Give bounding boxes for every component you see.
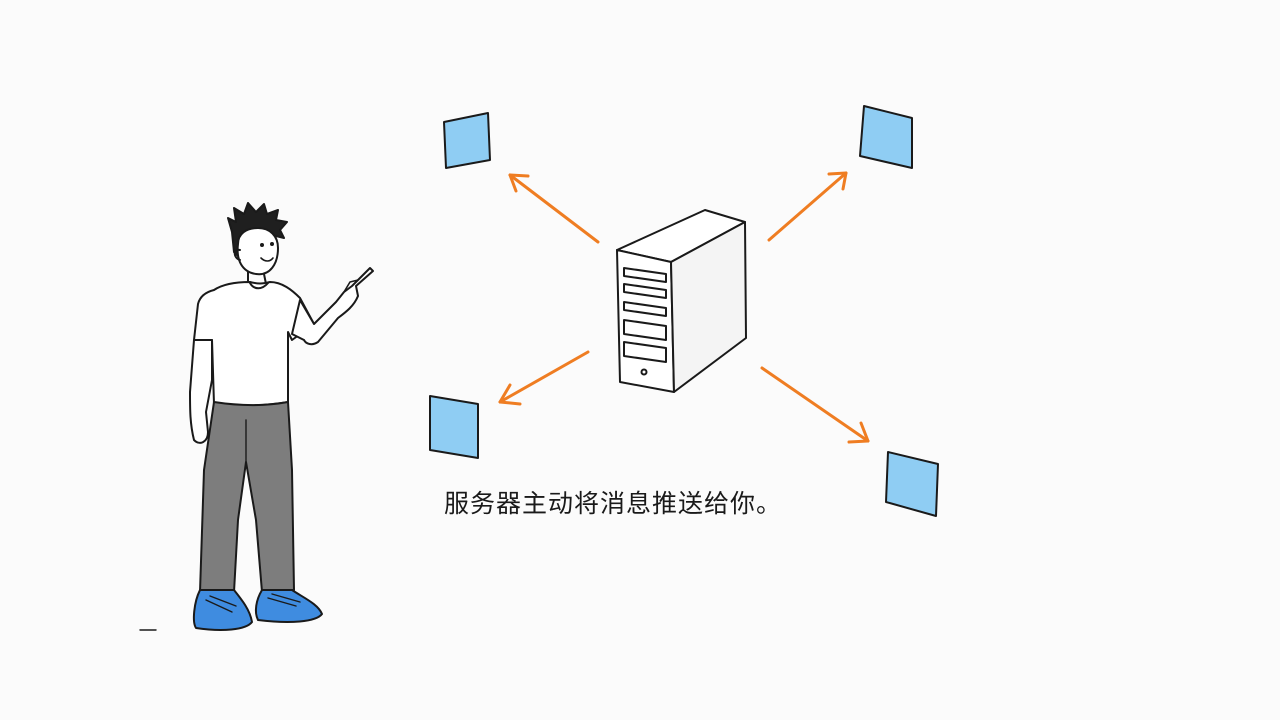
person-shirt (193, 281, 315, 407)
person-arm-lowered (189, 339, 213, 444)
server-tower-icon (616, 209, 747, 393)
person-shoe-left (192, 589, 253, 631)
client-screen-icon (443, 112, 491, 169)
arrow-to-bottom-right-screen (760, 366, 870, 444)
diagram-caption: 服务器主动将消息推送给你。 (444, 489, 783, 518)
arrow-to-top-left-screen (508, 173, 600, 244)
arrow-to-top-right-screen (767, 171, 848, 242)
person-head (236, 227, 279, 276)
person-figure (189, 202, 374, 631)
client-screen-icon (429, 395, 479, 459)
person-pants (199, 401, 295, 593)
client-screen-icon (859, 105, 913, 169)
person-arm-pointing (291, 267, 374, 346)
client-screen-icon (885, 451, 939, 517)
arrow-to-bottom-left-screen (498, 350, 590, 406)
person-shoe-right (254, 589, 323, 623)
